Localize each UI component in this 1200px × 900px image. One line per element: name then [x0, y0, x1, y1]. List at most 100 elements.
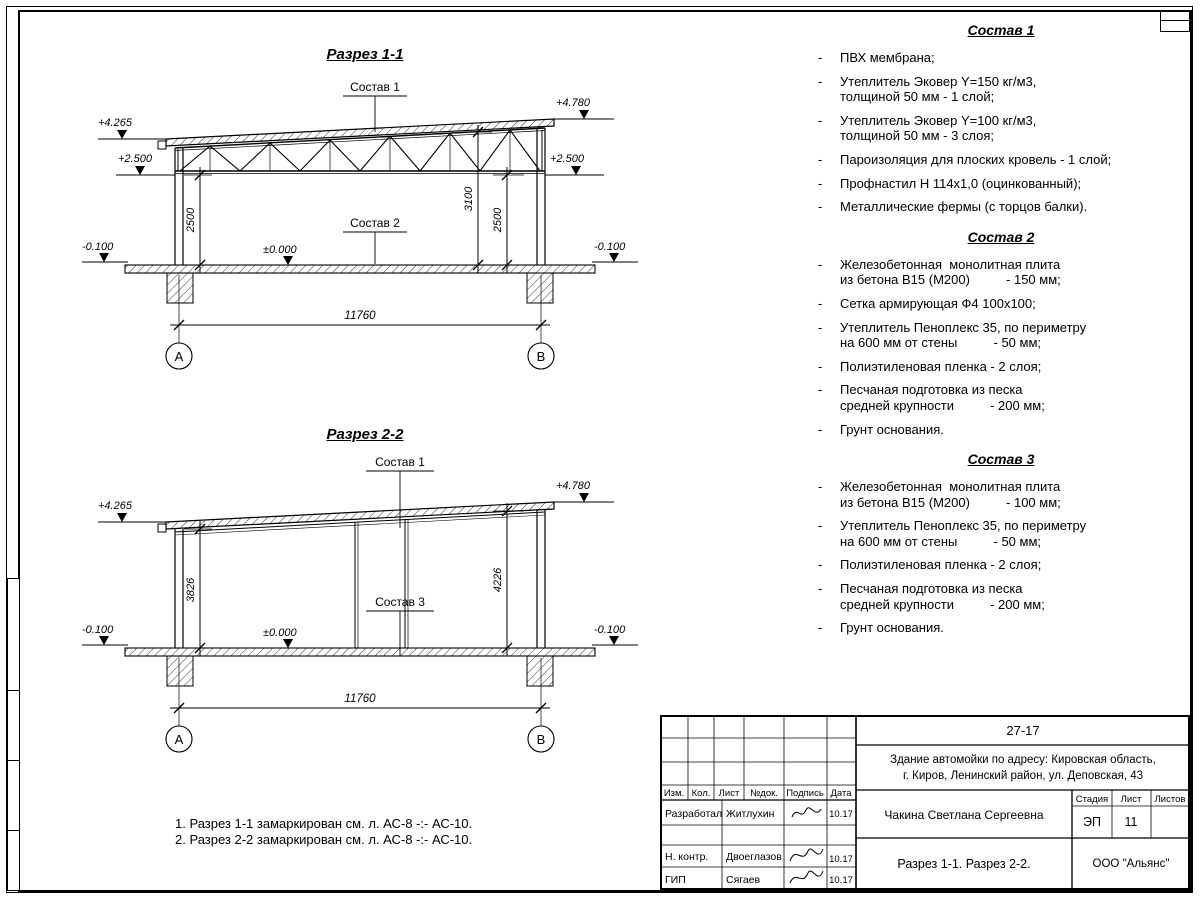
axis-b: В	[527, 725, 555, 753]
frame-stamp-box	[7, 830, 20, 891]
leader-sostav-1-label: Состав 1	[350, 80, 400, 94]
dimension-left-2500: 2500	[184, 167, 212, 273]
roof-edge-hook	[157, 523, 167, 533]
list-item: - Пароизоляция для плоских кровель - 1 сл…	[812, 152, 1190, 168]
bullet-dash: -	[818, 421, 823, 437]
dimension-right-4226: 4226	[492, 503, 524, 656]
roof-slab	[157, 118, 555, 150]
bullet-dash: -	[818, 175, 823, 191]
bullet-dash: -	[818, 73, 823, 89]
composition-3: Состав 3 -Железобетонная монолитная плит…	[812, 451, 1190, 636]
composition-1: Состав 1 -ПВХ мембрана; -Утеплитель Эков…	[812, 22, 1190, 215]
list-item: -Сетка армирующая Ф4 100х100;	[812, 296, 1190, 312]
list-item: -Утеплитель Эковер Y=100 кг/м3, толщиной…	[812, 113, 1190, 144]
section-1-title: Разрез 1-1	[326, 46, 404, 63]
list-item: -Грунт основания.	[812, 620, 1190, 636]
col-header-podpis: Подпись	[786, 788, 824, 799]
dim-mid-value: 3100	[463, 186, 475, 211]
leader-sostav-2-label: Состав 2	[350, 216, 400, 230]
list-item: -Полиэтиленовая пленка - 2 слоя;	[812, 557, 1190, 573]
list-item: - Утеплитель Эковер Y=150 кг/м3, толщиной…	[812, 74, 1190, 105]
corner-format-stamp	[1160, 10, 1190, 32]
elevation-right-mid: +2.500	[545, 153, 604, 176]
dimension-right-2500: 2500	[492, 167, 524, 273]
list-item-text: Полиэтиленовая пленка - 2 слоя;	[840, 358, 1042, 374]
list-item-text: ПВХ мембрана;	[840, 50, 935, 65]
project-address-line-1: Здание автомойки по адресу: Кировская об…	[890, 754, 1156, 766]
elevation-right-top-value: +4.780	[556, 97, 591, 109]
walls	[174, 128, 546, 265]
axis-a: А	[165, 725, 193, 753]
row-date-razrabotal: 10.17	[829, 809, 853, 820]
section-2-title: Разрез 2-2	[326, 426, 404, 443]
list-item-text: Утеплитель Эковер Y=150 кг/м3, толщиной …	[840, 73, 1037, 105]
composition-2-title: Состав 2	[967, 228, 1035, 245]
frame-stamp-box	[7, 760, 20, 832]
list-item-text: Грунт основания.	[840, 421, 944, 437]
col-header-data: Дата	[830, 788, 852, 799]
list-item-text: Сетка армирующая Ф4 100х100;	[840, 295, 1036, 311]
elevation-zero-value: ±0.000	[263, 627, 297, 639]
composition-lists: Состав 1 -ПВХ мембрана; -Утеплитель Эков…	[812, 22, 1190, 644]
bullet-dash: -	[818, 358, 823, 374]
bullet-dash: -	[818, 581, 823, 597]
bullet-dash: -	[818, 319, 823, 335]
bullet-dash: -	[818, 479, 823, 495]
elevation-right-low-value: -0.100	[594, 624, 626, 636]
title-block-grid	[660, 715, 1190, 890]
document-number: 27-17	[1006, 723, 1039, 738]
foundations	[166, 655, 554, 687]
list-item-text: Песчаная подготовка из песка средней кру…	[840, 382, 1045, 413]
dimension-mid-3100: 3100	[463, 125, 521, 273]
col-header-kol: Кол.	[692, 788, 711, 799]
roof-truss	[174, 127, 546, 174]
axis-b-label: В	[537, 732, 546, 747]
list-item-text: Профнастил Н 114х1,0 (оцинкованный);	[840, 175, 1082, 191]
walls	[174, 509, 546, 648]
elevation-zero: ±0.000	[260, 244, 322, 266]
project-address-line-2: г. Киров, Ленинский район, ул. Деповская…	[903, 770, 1143, 782]
signature-razrabotal	[791, 807, 822, 818]
dimension-span-11760: 11760	[170, 658, 550, 726]
elevation-left-low-value: -0.100	[82, 241, 114, 253]
list-item: -Металлические фермы (с торцов балки).	[812, 199, 1190, 215]
row-role-nkontr: Н. контр.	[665, 851, 708, 863]
leader-sostav-1: Состав 1	[343, 80, 407, 132]
axis-b-label: В	[537, 349, 546, 364]
bullet-dash: -	[818, 518, 823, 534]
list-item: - Грунт основания.	[812, 422, 1190, 438]
list-item: -Железобетонная монолитная плита из бето…	[812, 479, 1190, 510]
list-item: -Железобетонная монолитная плита из бето…	[812, 257, 1190, 288]
dim-span-value: 11760	[344, 310, 376, 322]
list-item-text: Грунт основания.	[840, 620, 944, 636]
row-name-gip: Сягаев	[726, 874, 761, 886]
composition-1-title: Состав 1	[967, 22, 1035, 38]
stage-value: ЭП	[1083, 815, 1101, 829]
col-header-ndok: №док.	[750, 788, 778, 799]
foundations	[166, 272, 554, 304]
signature-nkontr	[789, 848, 824, 862]
sheet-outer-border	[6, 6, 1193, 893]
list-item: -Утеплитель Пеноплекс 35, по периметру н…	[812, 518, 1190, 549]
elevation-left-top: +4.265	[98, 117, 166, 140]
leader-sostav-2: Состав 2	[343, 216, 407, 264]
leader-sostav-1: Состав 1	[366, 455, 434, 528]
leader-sostav-3: Состав 3	[366, 595, 434, 656]
dim-span-value: 11760	[344, 693, 376, 705]
row-date-gip: 10.17	[829, 875, 853, 886]
sheets-header: Листов	[1155, 794, 1186, 805]
sheet-title: Разрез 1-1. Разрез 2-2.	[897, 857, 1030, 871]
floor-slab	[124, 647, 596, 657]
sheet-header: Лист	[1121, 794, 1142, 805]
row-role-gip: ГИП	[665, 874, 686, 886]
leader-sostav-1-label: Состав 1	[375, 455, 425, 469]
list-item-text: Утеплитель Пеноплекс 35, по периметру на…	[840, 319, 1087, 351]
axis-a-label: А	[175, 732, 184, 747]
corner-stamp-divider	[1161, 11, 1189, 21]
bullet-dash: -	[818, 199, 823, 215]
list-item-text: Пароизоляция для плоских кровель - 1 сло…	[840, 151, 1112, 167]
list-item: - Утеплитель Пеноплекс 35, по периметру н…	[812, 320, 1190, 351]
elevation-left-mid-value: +2.500	[118, 153, 153, 165]
section-1-1-drawing: Состав 1 Состав 2 +4.265 +4.780 +2.500 +…	[82, 80, 638, 370]
bullet-dash: -	[818, 151, 823, 167]
